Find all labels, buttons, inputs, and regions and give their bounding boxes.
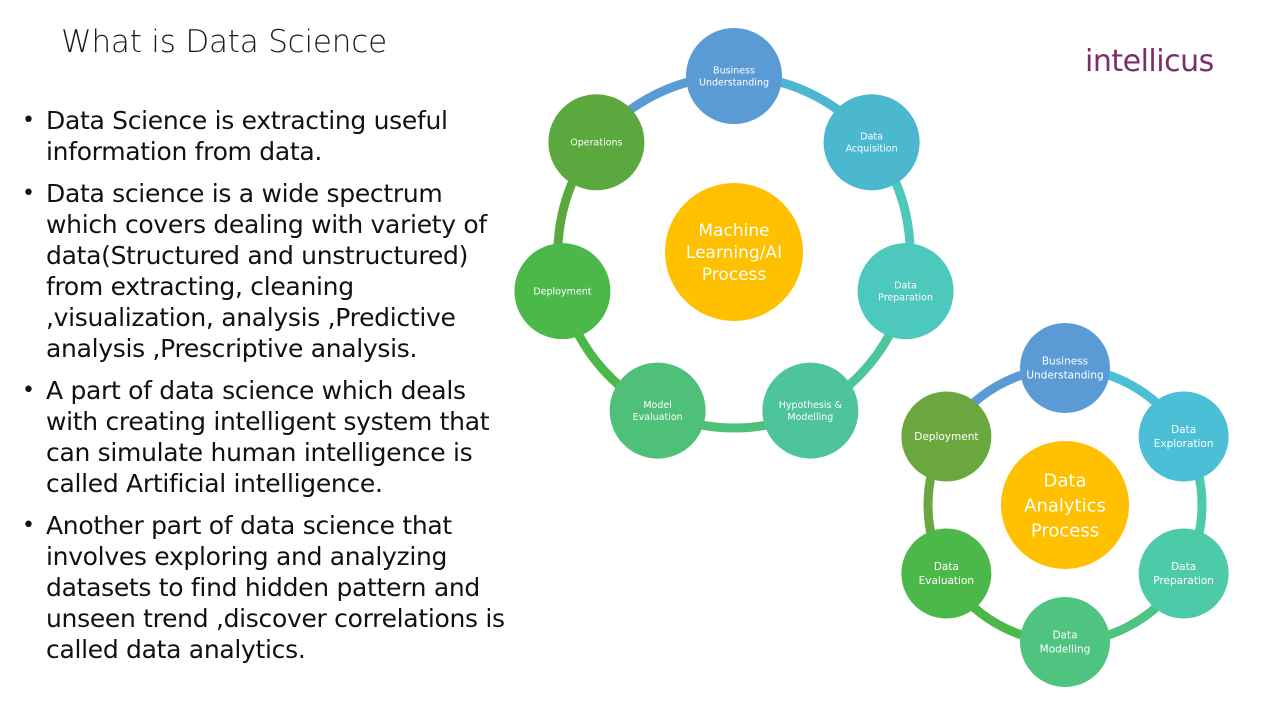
bullet-icon: • <box>22 513 35 538</box>
cycle-step-node: Deployment <box>901 391 992 482</box>
bullet-text: Data Science is extracting useful inform… <box>46 106 448 166</box>
cycle-step-circle <box>1020 597 1110 687</box>
cycle-center-circle <box>1001 441 1129 569</box>
intellicus-logo: intellicus <box>1085 44 1214 79</box>
cycle-step-circle <box>857 243 954 340</box>
cycle-step-circle <box>901 391 992 482</box>
cycle-step-circle <box>1138 528 1229 619</box>
cycle-step-circle <box>686 28 782 124</box>
bullet-text: Another part of data science that involv… <box>46 511 505 664</box>
cycle-step-circle <box>823 94 920 191</box>
cycle-step-node: Deployment <box>514 243 611 340</box>
bullet-icon: • <box>22 378 35 403</box>
cycle-step-label: Hypothesis &Modelling <box>779 400 843 423</box>
cycle-step-circle <box>1020 323 1110 413</box>
bullet-icon: • <box>22 181 35 206</box>
cycle-step-label: Deployment <box>533 286 591 297</box>
cycle-step-node: Hypothesis &Modelling <box>762 362 859 459</box>
bullet-icon: • <box>22 108 35 133</box>
bullet-item: • Data Science is extracting useful infor… <box>20 105 520 167</box>
bullet-text: A part of data science which deals with … <box>46 376 490 498</box>
bullet-item: • Another part of data science that invol… <box>20 510 520 665</box>
cycle-center-circle <box>665 183 803 321</box>
cycle-step-circle <box>1138 391 1229 482</box>
bullet-item: • Data science is a wide spectrum which c… <box>20 178 520 364</box>
bullet-item: • A part of data science which deals with… <box>20 375 520 499</box>
slide-title: What is Data Science <box>61 24 387 60</box>
bullet-text: Data science is a wide spectrum which co… <box>46 179 487 363</box>
cycle-step-label: Operations <box>570 138 622 149</box>
cycle-step-node: Operations <box>548 94 645 191</box>
cycle-step-circle <box>901 528 992 619</box>
cycle-step-circle <box>762 362 859 459</box>
cycle-step-circle <box>609 362 706 459</box>
cycle-step-circle <box>548 94 645 191</box>
cycle-step-circle <box>514 243 611 340</box>
bullet-list: • Data Science is extracting useful infor… <box>20 105 520 676</box>
cycle-step-label: Deployment <box>914 431 978 443</box>
